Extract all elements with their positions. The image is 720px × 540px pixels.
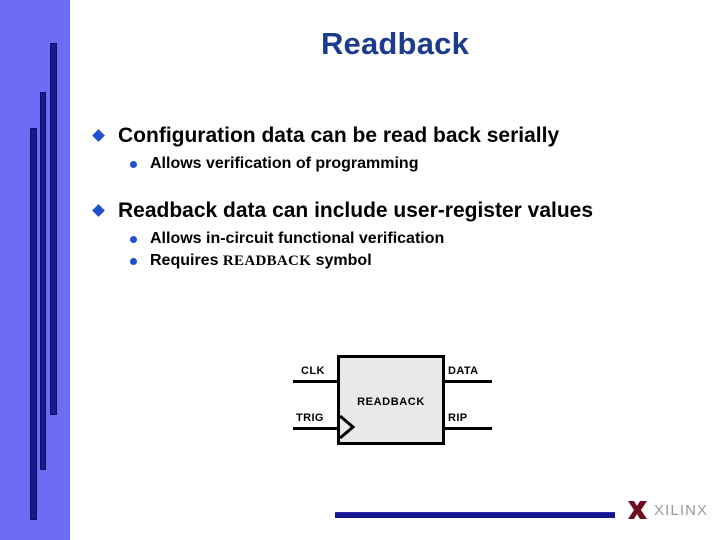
accent-bar-middle xyxy=(40,92,46,470)
sub-bullet-list: Allows verification of programming xyxy=(92,153,704,175)
accent-bar-left xyxy=(30,128,37,520)
pin-label-trig: TRIG xyxy=(296,412,324,424)
dot-bullet-icon xyxy=(130,161,137,168)
symbol-name-label: READBACK xyxy=(357,396,425,408)
sub-bullet-list: Allows in-circuit functional verificatio… xyxy=(92,228,704,272)
readback-symbol-diagram: READBACK CLK TRIG DATA RIP xyxy=(285,352,500,452)
bullet-level2-label: Allows verification of programming xyxy=(150,155,419,172)
bullet-level1: Readback data can include user-register … xyxy=(92,197,704,224)
pin-label-data: DATA xyxy=(448,365,479,377)
diamond-bullet-icon xyxy=(92,204,105,217)
bullet-level2-prefix: Requires xyxy=(150,252,223,269)
bullet-level1: Configuration data can be read back seri… xyxy=(92,122,704,149)
bullet-level1-label: Readback data can include user-register … xyxy=(118,199,594,222)
bullet-level2: Allows in-circuit functional verificatio… xyxy=(92,228,704,250)
footer-rule xyxy=(335,512,615,518)
xilinx-logo: XILINX xyxy=(626,498,708,522)
pin-label-clk: CLK xyxy=(301,365,325,377)
bullet-level2-label: Allows in-circuit functional verificatio… xyxy=(150,230,445,247)
dot-bullet-icon xyxy=(130,258,137,265)
xilinx-wordmark: XILINX xyxy=(654,501,709,519)
wire-rip xyxy=(443,427,492,430)
xilinx-mark-icon xyxy=(628,501,647,519)
pin-label-rip: RIP xyxy=(448,412,468,424)
bullet-level1-label: Configuration data can be read back seri… xyxy=(118,124,560,147)
wire-trig xyxy=(293,427,339,430)
bullet-content: Configuration data can be read back seri… xyxy=(92,122,704,272)
accent-bar-right xyxy=(50,43,57,415)
diamond-bullet-icon xyxy=(92,129,105,142)
wire-clk xyxy=(293,380,339,383)
sidebar-decoration xyxy=(0,0,70,540)
bullet-level2: Requires READBACK symbol xyxy=(92,250,704,272)
bullet-level2-code: READBACK xyxy=(222,253,312,269)
bullet-level2-suffix: symbol xyxy=(311,252,372,269)
bullet-group-spacer xyxy=(92,175,704,197)
wire-data xyxy=(443,380,492,383)
bullet-level2: Allows verification of programming xyxy=(92,153,704,175)
symbol-body: READBACK xyxy=(337,355,445,445)
dot-bullet-icon xyxy=(130,236,137,243)
page-title: Readback xyxy=(320,26,470,61)
